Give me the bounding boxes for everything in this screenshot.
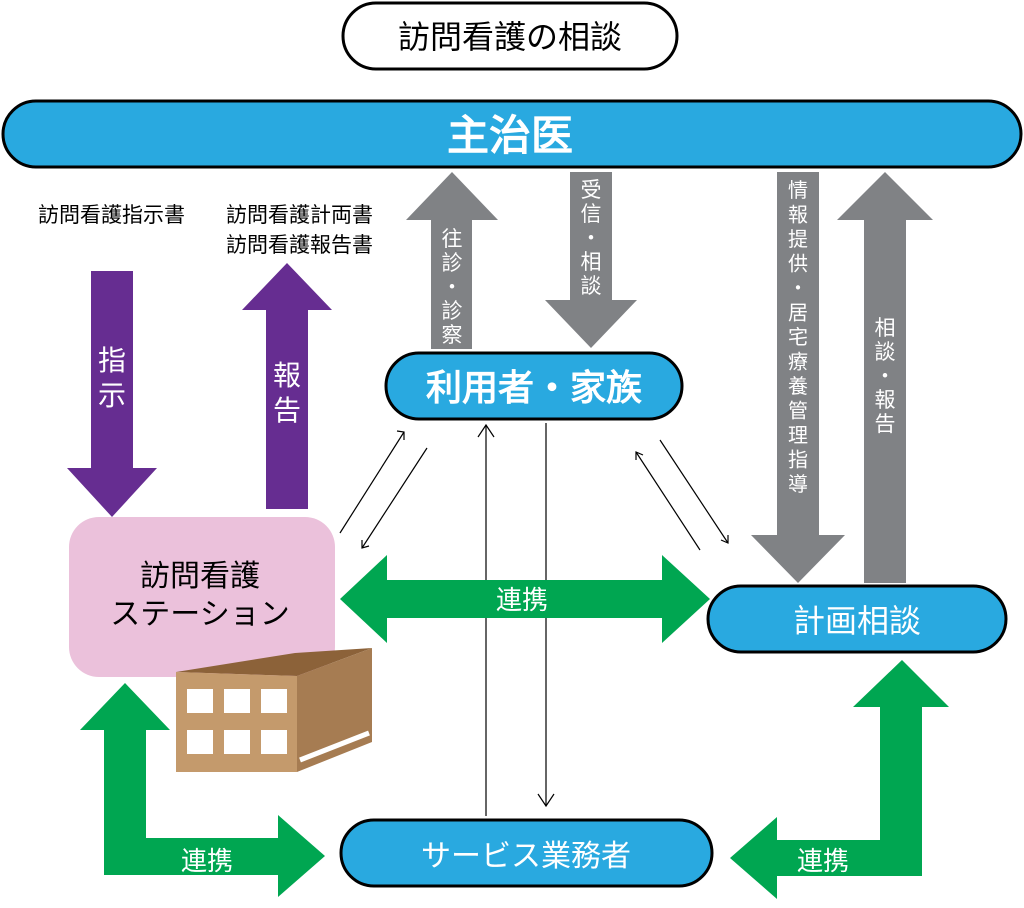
node-planning: [706, 584, 1008, 654]
arrow-info-char-8: 療: [788, 350, 808, 374]
connector-station-to-user: [339, 431, 405, 534]
arrow-report: [242, 263, 332, 509]
arrow-link-center: [340, 555, 710, 643]
arrow-visit-char-2: 診: [442, 251, 463, 275]
arrow-info-char-7: 宅: [788, 325, 808, 349]
arrow-info-char-11: 理: [788, 423, 808, 447]
arrow-instruct: [67, 271, 157, 517]
arrow-visit-char-3: ・: [442, 275, 463, 299]
arrow-consult-receive: [545, 172, 637, 348]
arrow-info-char-13: 導: [788, 472, 808, 496]
connector-planning-to-user: [635, 451, 701, 551]
arrow-consult-receive-char-1: 受: [581, 178, 602, 202]
arrow-info-char-4: 供: [788, 252, 808, 276]
arrow-consult-report-char-4: 報: [875, 388, 896, 412]
node-doctor: [1, 99, 1023, 169]
node-station: [69, 517, 335, 677]
node-service-label: サービス業務者: [421, 839, 631, 874]
arrow-info-char-5: ・: [788, 276, 808, 300]
arrow-consult-report: [837, 172, 933, 583]
arrow-consult-receive-char-2: 信: [581, 202, 602, 226]
arrow-info: [751, 172, 845, 583]
node-doctor-label: 主治医: [447, 111, 573, 160]
node-service: [339, 818, 714, 888]
arrow-info-char-6: 居: [788, 301, 808, 325]
note-plan-doc: 訪問看護計両書: [226, 203, 373, 227]
arrow-link-left: [80, 683, 325, 897]
arrow-link-right-label: 連携: [797, 847, 849, 877]
note-report-doc: 訪問看護報告書: [226, 233, 373, 257]
note-instruction-doc: 訪問看護指示書: [38, 203, 185, 227]
node-station-label-2: ステーション: [110, 597, 289, 632]
node-user-family: [384, 351, 684, 421]
connector-user-to-station: [361, 447, 428, 549]
arrow-link-left-label: 連携: [181, 847, 233, 877]
arrow-instruct-char-2: 示: [98, 379, 126, 412]
arrow-visit-text: 往診・診察: [442, 227, 463, 347]
node-planning-label: 計画相談: [793, 602, 921, 640]
arrow-consult-report-char-1: 相: [875, 316, 896, 340]
arrow-report-char-1: 報: [273, 359, 301, 392]
arrow-consult-receive-text: 受信・相談: [581, 178, 602, 298]
arrow-consult-report-char-3: ・: [875, 364, 896, 388]
arrow-info-char-9: 養: [788, 374, 808, 398]
connector-user-to-planning: [659, 439, 729, 544]
arrow-visit-char-4: 診: [442, 299, 463, 323]
arrow-report-char-2: 告: [273, 394, 301, 427]
arrow-info-char-12: 指: [788, 448, 808, 472]
building-icon: [176, 648, 372, 772]
node-station-label-1: 訪問看護: [140, 559, 260, 594]
node-user-family-label: 利用者・家族: [426, 368, 642, 409]
arrow-consult-receive-char-5: 談: [581, 274, 602, 298]
arrow-instruct-char-1: 指: [98, 344, 126, 377]
arrow-link-right: [730, 660, 949, 899]
arrow-visit-char-1: 往: [442, 227, 463, 251]
arrow-info-char-1: 情: [788, 178, 808, 202]
arrow-consult-report-char-5: 告: [875, 412, 896, 436]
arrow-consult-receive-char-4: 相: [581, 250, 602, 274]
title-pill: [341, 1, 679, 71]
arrow-visit-char-5: 察: [442, 323, 463, 347]
arrow-info-char-3: 提: [788, 227, 808, 251]
arrow-consult-receive-char-3: ・: [581, 226, 602, 250]
arrow-consult-report-text: 相談・報告: [875, 316, 896, 436]
diagram-title: 訪問看護の相談: [398, 18, 622, 56]
arrow-info-char-10: 管: [788, 399, 808, 423]
arrow-info-char-2: 報: [788, 203, 808, 227]
arrow-link-center-label: 連携: [496, 586, 548, 616]
arrow-consult-report-char-2: 談: [875, 340, 896, 364]
arrow-visit: [406, 172, 498, 349]
